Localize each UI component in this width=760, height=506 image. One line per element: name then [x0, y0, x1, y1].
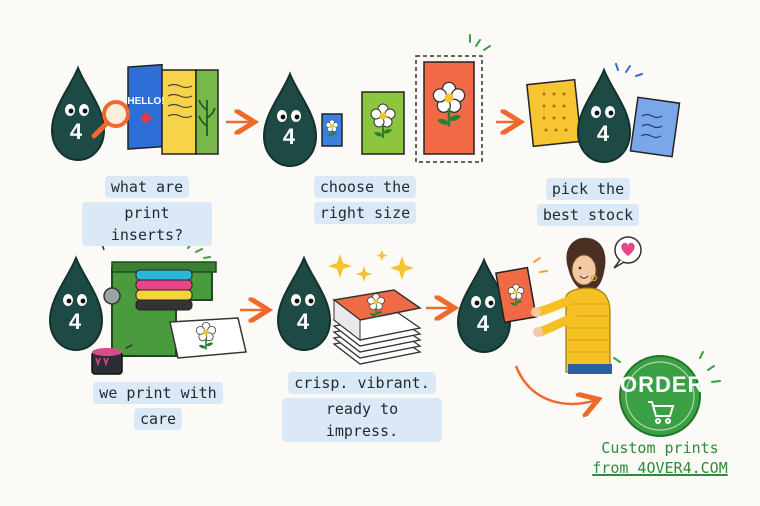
caption-step1-line2: print inserts? [82, 202, 212, 246]
caption-step3-line2: best stock [536, 204, 640, 226]
step5-group: 4 [277, 250, 422, 365]
caption-step3: pick the best stock [528, 176, 648, 228]
mascot-label-step4: 4 [69, 309, 82, 334]
order-cta-line2[interactable]: from 4OVER4.COM [592, 459, 728, 477]
caption-step5-line2: ready to impress. [282, 398, 442, 442]
caption-step1-line1: what are [104, 176, 190, 198]
magnifier-icon [91, 100, 130, 139]
mascot-step2 [263, 73, 317, 167]
arrow-to-order [514, 365, 596, 404]
step1-group: 4 HELLO! [51, 63, 219, 161]
step4-group: 4 [49, 231, 247, 375]
heart-speech-bubble-icon [613, 236, 642, 269]
order-button-label[interactable]: ORDER [620, 372, 705, 397]
step2-group: 4 [263, 34, 491, 167]
print-stack [332, 289, 422, 365]
mascot-label-step5: 4 [297, 309, 310, 334]
order-button[interactable] [613, 351, 721, 437]
mascot-step1 [51, 67, 105, 161]
mascot-label-step1: 4 [70, 119, 83, 144]
order-cta-line1: Custom prints [601, 439, 719, 457]
ink-can-icon [91, 344, 135, 375]
step3-group: 4 [526, 63, 681, 163]
selection-frame [415, 55, 483, 163]
brochure-hello-text: HELLO! [127, 96, 164, 107]
mascot-label-step3: 4 [597, 121, 610, 146]
caption-step1: what are print inserts? [82, 174, 212, 248]
caption-step5-line1: crisp. vibrant. [288, 372, 436, 394]
paper-stock-yellow [526, 78, 582, 148]
shopping-cart-icon [648, 401, 675, 424]
caption-step2-line2: right size [313, 202, 417, 224]
order-cta: Custom prints from 4OVER4.COM [580, 438, 740, 478]
caption-step4-line2: care [133, 408, 183, 430]
caption-step4: we print with care [88, 380, 228, 432]
mascot-label-step2: 4 [283, 124, 296, 149]
caption-step2-line1: choose the [313, 176, 417, 198]
size-medium-card [361, 91, 405, 155]
mascot-step4 [49, 257, 103, 351]
mascot-label-step6: 4 [477, 311, 490, 336]
customer-figure [531, 237, 612, 374]
trifold-brochure: HELLO! [127, 63, 219, 155]
mascot-step5 [277, 257, 331, 351]
step6-group: 4 [457, 236, 642, 374]
caption-step3-line1: pick the [545, 178, 631, 200]
mascot-step3 [577, 69, 631, 163]
caption-step5: crisp. vibrant. ready to impress. [282, 370, 442, 444]
sparkle-icons [328, 250, 414, 282]
caption-step2: choose the right size [300, 174, 430, 226]
caption-step4-line1: we print with [93, 382, 223, 404]
